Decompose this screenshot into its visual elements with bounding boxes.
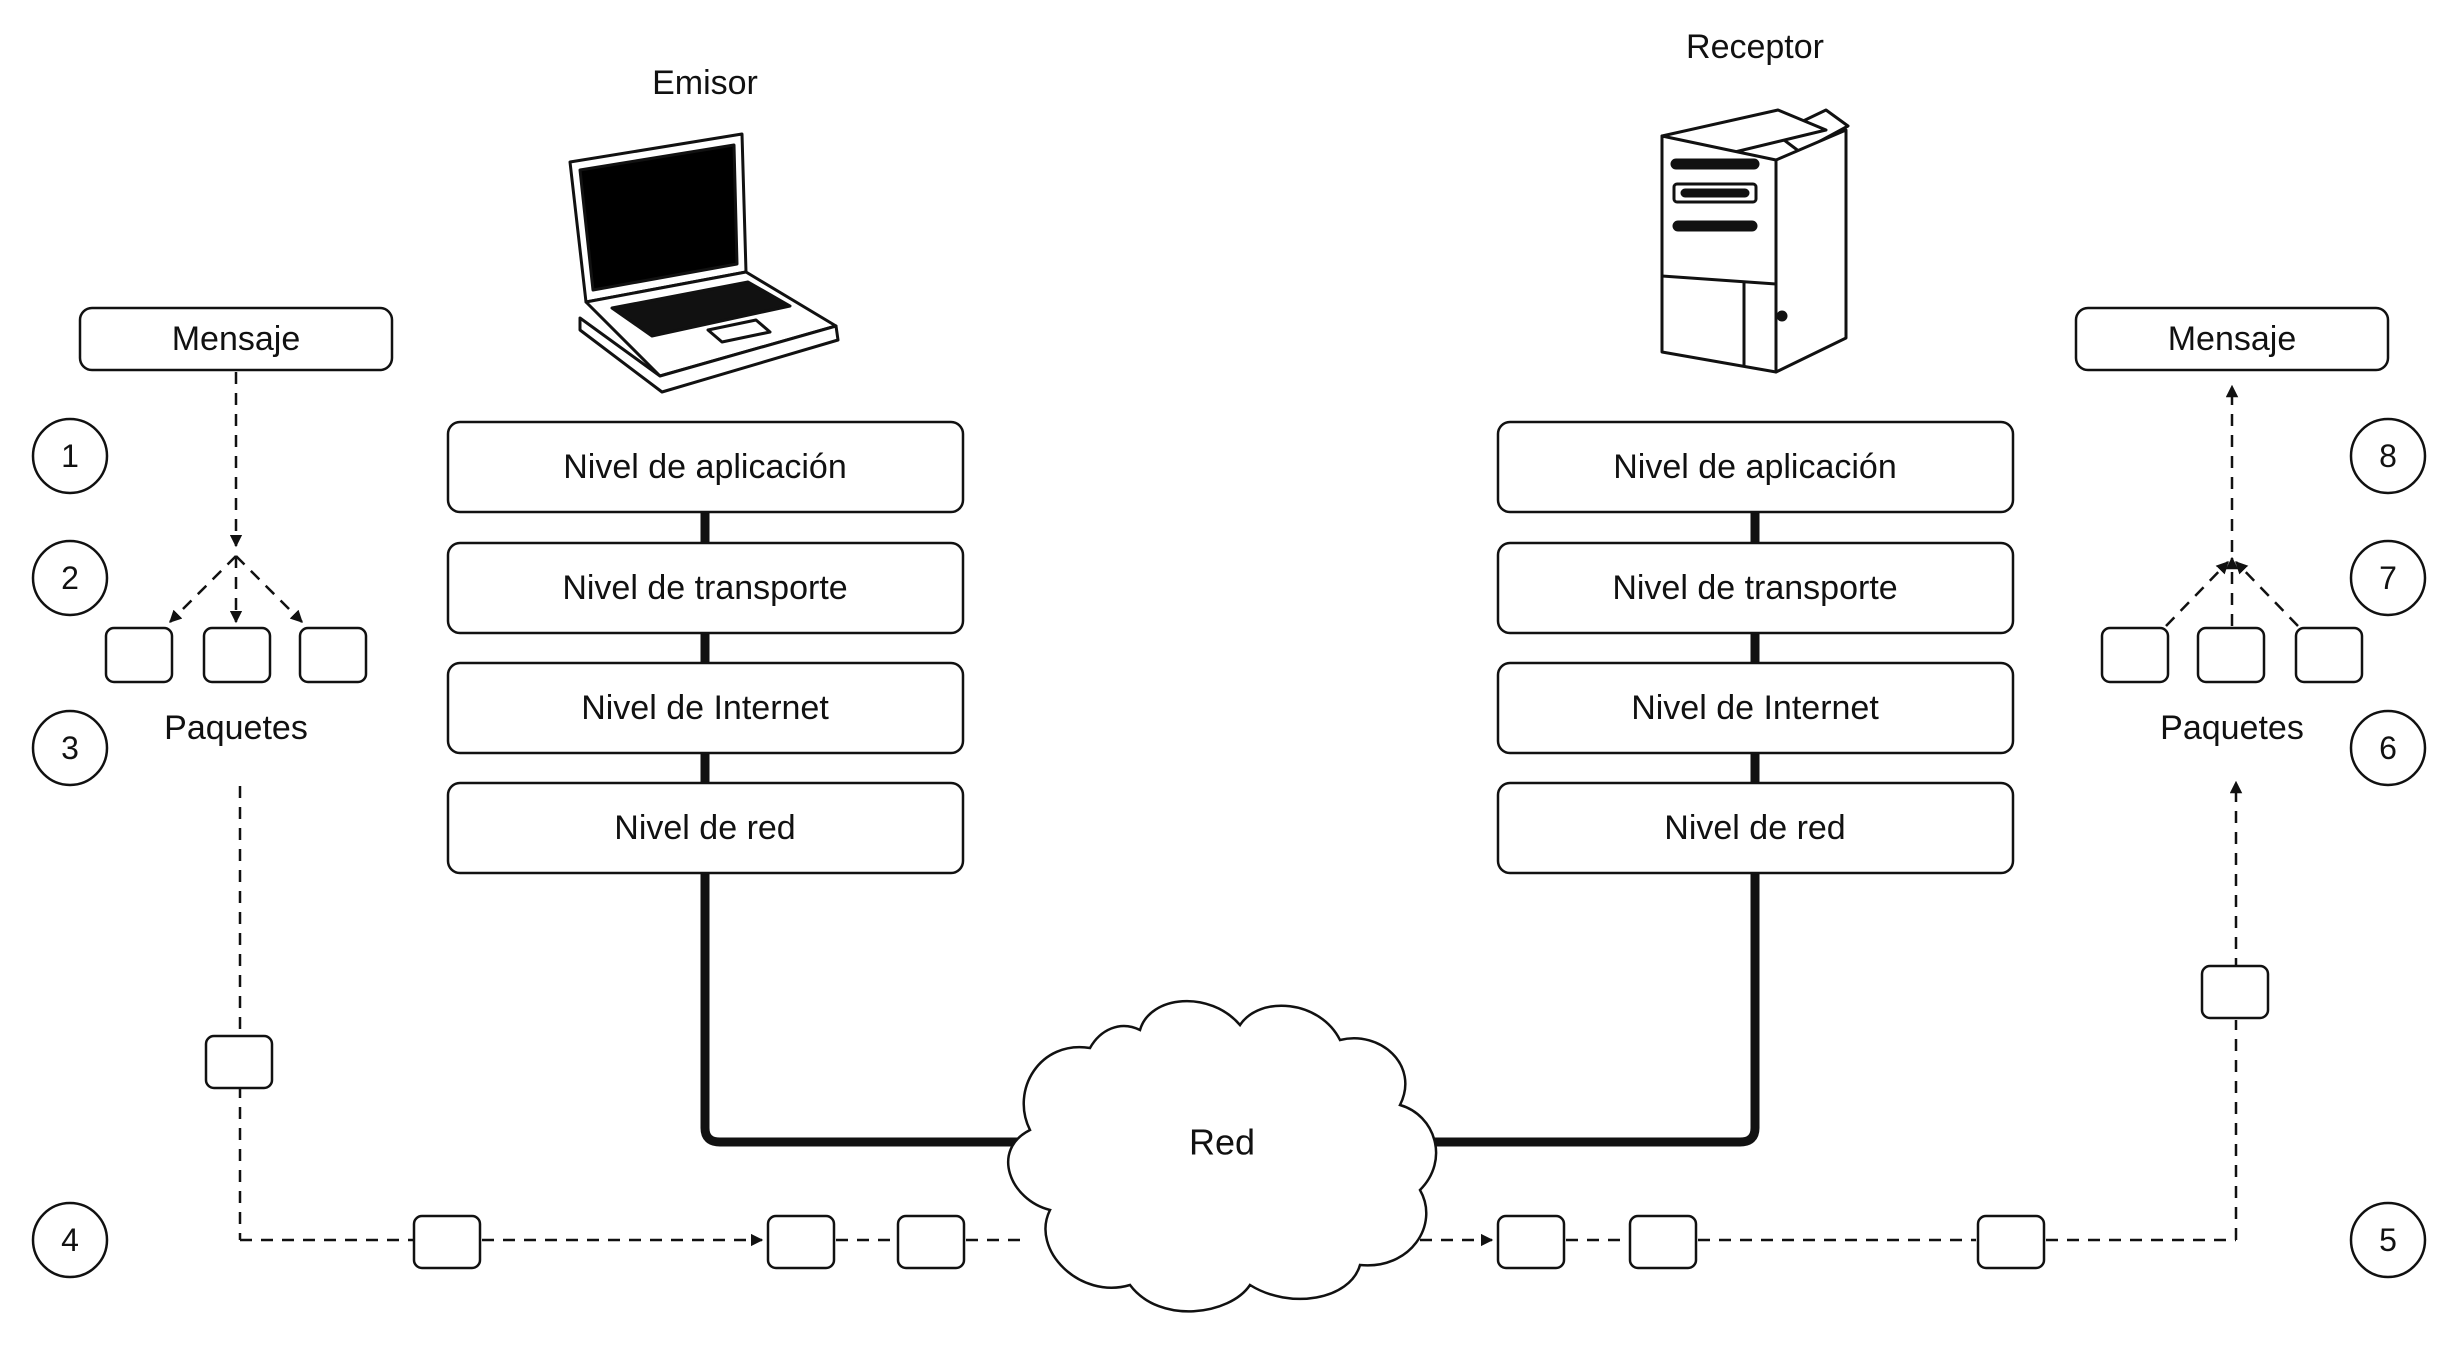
receptor-stack: Nivel de aplicación Nivel de transporte … [1496,420,2015,875]
network-label: Red [1189,1122,1255,1163]
right-packet-2 [2196,626,2266,684]
receptor-layer-transport-box [1496,541,2015,635]
left-packet-2 [202,626,272,684]
right-message-box [2074,306,2390,372]
step-circle-8 [2349,417,2427,495]
right-packet-1 [2100,626,2170,684]
emisor-stack: Nivel de aplicación Nivel de transporte … [446,420,965,875]
emisor-layer-internet: Nivel de Internet [581,689,829,727]
receptor-layer-internet: Nivel de Internet [1631,689,1879,727]
bottom-packet-4 [1496,1214,1566,1270]
receptor-layer-application: Nivel de aplicación [1613,448,1897,486]
bottom-packet-6 [1976,1214,2046,1270]
step-number-1: 1 [61,438,79,474]
right-packet-in-transit [2200,964,2270,1020]
step-circle-3 [31,709,109,787]
step-number-7: 7 [2379,560,2397,596]
step-number-3: 3 [61,730,79,766]
step-circle-6 [2349,709,2427,787]
step-number-2: 2 [61,560,79,596]
step-circle-4 [31,1201,109,1279]
bottom-packet-2 [766,1214,836,1270]
step-circle-5 [2349,1201,2427,1279]
left-packet-3 [298,626,368,684]
emisor-layer-transport-box [446,541,965,635]
step-number-5: 5 [2379,1222,2397,1258]
server-icon [1660,108,1850,374]
receptor-layer-transport: Nivel de transporte [1612,569,1897,607]
emisor-layer-application-box [446,420,965,514]
emisor-layer-internet-box [446,661,965,755]
left-packet-1 [104,626,174,684]
bottom-packet-5 [1628,1214,1698,1270]
step-circle-2 [31,539,109,617]
receptor-layer-application-box [1496,420,2015,514]
step-number-8: 8 [2379,438,2397,474]
emisor-layer-network-box [446,781,965,875]
receptor-layer-network-box [1496,781,2015,875]
right-message-label: Mensaje [2168,320,2297,358]
left-message-box [78,306,394,372]
bottom-packet-3 [896,1214,966,1270]
step-number-6: 6 [2379,730,2397,766]
emisor-title: Emisor [652,64,758,102]
right-flow: Mensaje Paquetes [1420,306,2390,1270]
receptor-layer-internet-box [1496,661,2015,755]
receptor-network-link [1415,872,1760,1147]
step-number-4: 4 [61,1222,79,1258]
step-circle-7 [2349,539,2427,617]
network-cloud: Red [1007,1000,1438,1313]
right-packet-3 [2294,626,2364,684]
emisor-layer-network: Nivel de red [614,809,795,847]
left-flow: Mensaje Paquetes [78,306,1026,1270]
receptor-layer-network: Nivel de red [1664,809,1845,847]
laptop-icon [568,132,840,394]
right-packets-label: Paquetes [2160,709,2304,747]
emisor-layer-application: Nivel de aplicación [563,448,847,486]
left-packets-label: Paquetes [164,709,308,747]
step-circle-1 [31,417,109,495]
left-message-label: Mensaje [172,320,301,358]
stack-connectors [700,510,1760,1147]
bottom-packet-1 [412,1214,482,1270]
receptor-title: Receptor [1686,28,1824,66]
left-packet-in-transit [204,1034,274,1090]
emisor-layer-transport: Nivel de transporte [562,569,847,607]
step-markers [31,417,2427,1279]
emisor-network-link [700,872,1040,1147]
